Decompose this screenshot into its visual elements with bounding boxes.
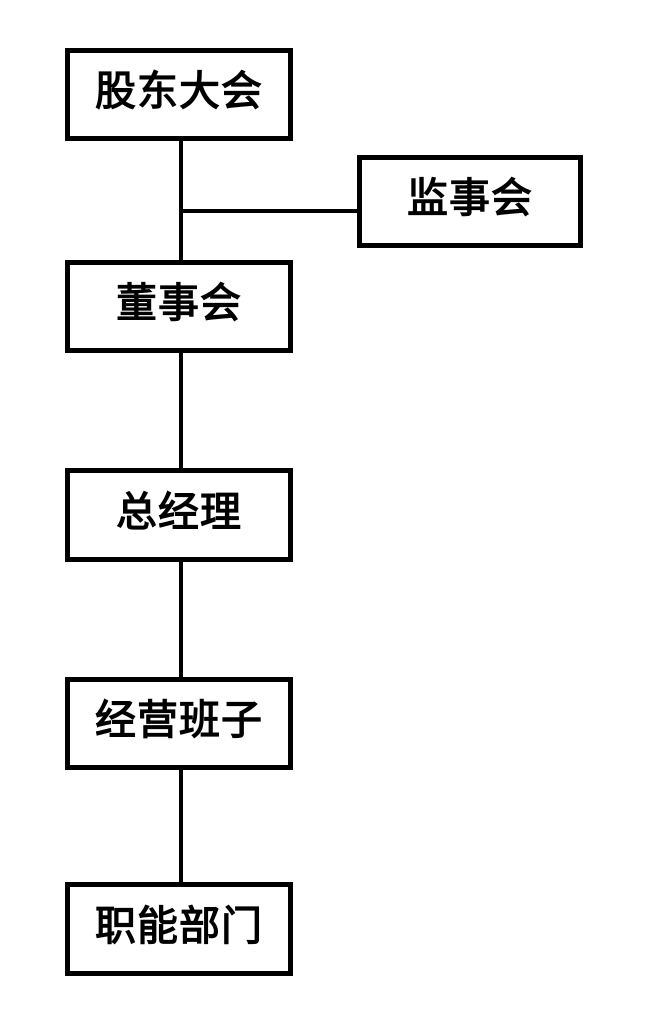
org-node-label: 职能部门 — [95, 902, 263, 949]
org-node-supervisory-board: 监事会 — [357, 155, 583, 248]
org-node-board-of-directors: 董事会 — [65, 260, 293, 353]
org-node-label: 总经理 — [116, 488, 242, 535]
org-node-shareholders-meeting: 股东大会 — [65, 48, 293, 141]
org-node-label: 监事会 — [407, 175, 533, 221]
org-node-functional-departments: 职能部门 — [65, 882, 293, 976]
org-node-general-manager: 总经理 — [65, 468, 293, 562]
org-node-label: 经营班子 — [95, 697, 263, 743]
connector-management-team-to-departments — [179, 769, 183, 883]
connector-shareholders-to-directors — [179, 140, 183, 261]
connector-branch-to-supervisory-board — [181, 209, 358, 213]
org-node-management-team: 经营班子 — [65, 677, 293, 770]
connector-general-manager-to-management-team — [179, 561, 183, 678]
org-node-label: 股东大会 — [95, 68, 263, 114]
org-node-label: 董事会 — [116, 280, 242, 326]
connector-directors-to-general-manager — [179, 352, 183, 469]
